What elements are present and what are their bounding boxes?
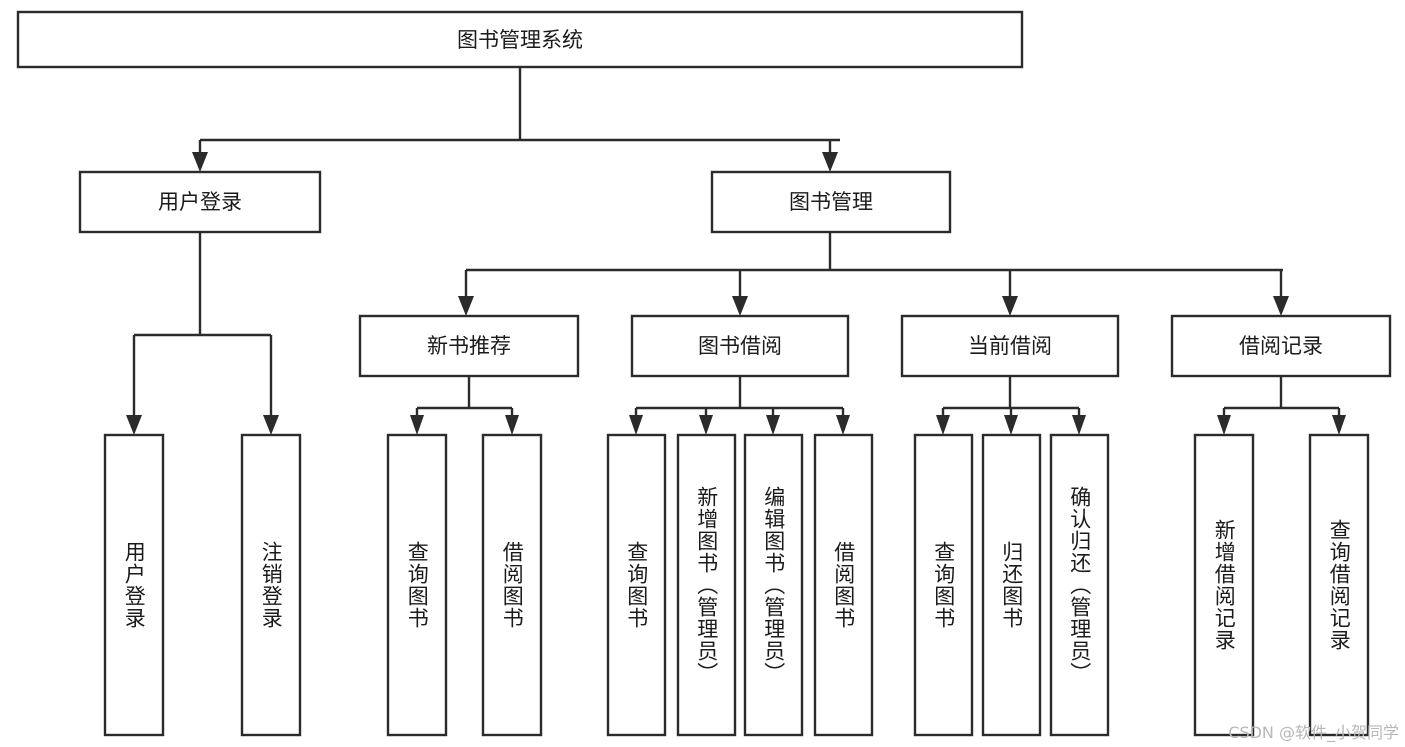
- node-label-user-login: 用户登录: [158, 190, 242, 214]
- leaf-box-borrow-records-2[interactable]: [1308, 433, 1370, 737]
- arrow-root-to-book-manage: [822, 152, 838, 172]
- leaf-box-book-borrow-4[interactable]: [813, 433, 874, 737]
- leaf-box-book-borrow-1[interactable]: [606, 433, 667, 737]
- arrow-bookborrow-leaf-4: [836, 415, 850, 435]
- node-box-new-book-recommend[interactable]: [358, 314, 580, 378]
- node-label-root: 图书管理系统: [457, 28, 583, 52]
- leaf-box-current-borrow-3[interactable]: [1049, 433, 1110, 737]
- node-label-book-borrow: 图书借阅: [698, 334, 782, 358]
- arrow-borrowrecords-leaf-2: [1332, 415, 1346, 435]
- node-box-borrow-records[interactable]: [1170, 314, 1392, 378]
- leaf-box-user-login-2[interactable]: [240, 433, 302, 737]
- arrow-newbook-leaf-1: [410, 415, 424, 435]
- arrow-userlogin-leaf-2: [263, 415, 279, 435]
- node-label-new-book-recommend: 新书推荐: [427, 334, 511, 358]
- arrow-bookborrow-leaf-1: [629, 415, 643, 435]
- leaf-box-borrow-records-1[interactable]: [1193, 433, 1255, 737]
- node-box-user-login[interactable]: [78, 170, 322, 234]
- node-box-current-borrow[interactable]: [900, 314, 1120, 378]
- arrow-bookborrow-leaf-3: [766, 415, 780, 435]
- arrow-currentborrow-leaf-3: [1072, 415, 1086, 435]
- arrow-borrowrecords-leaf-1: [1217, 415, 1231, 435]
- arrow-userlogin-leaf-1: [126, 415, 142, 435]
- arrow-currentborrow-leaf-2: [1004, 415, 1018, 435]
- arrow-bookmanage-to-borrow-records: [1273, 296, 1289, 316]
- arrow-root-to-user-login: [192, 152, 208, 172]
- arrow-bookmanage-to-current-borrow: [1002, 296, 1018, 316]
- node-box-book-borrow[interactable]: [630, 314, 850, 378]
- node-label-borrow-records: 借阅记录: [1239, 334, 1323, 358]
- arrow-bookmanage-to-new-book: [458, 296, 474, 316]
- leaf-box-book-borrow-2[interactable]: [676, 433, 737, 737]
- watermark-text: CSDN @软件_小贺同学: [1228, 723, 1399, 742]
- leaf-box-current-borrow-1[interactable]: [913, 433, 974, 737]
- node-box-book-management[interactable]: [710, 170, 952, 234]
- arrow-currentborrow-leaf-1: [936, 415, 950, 435]
- arrow-bookmanage-to-book-borrow: [732, 296, 748, 316]
- arrow-newbook-leaf-2: [505, 415, 519, 435]
- leaf-box-current-borrow-2[interactable]: [981, 433, 1042, 737]
- leaf-box-user-login-1[interactable]: [103, 433, 165, 737]
- leaf-box-new-book-1[interactable]: [386, 433, 448, 737]
- leaf-box-new-book-2[interactable]: [481, 433, 543, 737]
- node-label-book-management: 图书管理: [789, 190, 873, 214]
- arrow-bookborrow-leaf-2: [699, 415, 713, 435]
- node-label-current-borrow: 当前借阅: [968, 334, 1052, 358]
- leaf-box-book-borrow-3[interactable]: [743, 433, 804, 737]
- node-box-root[interactable]: [16, 10, 1024, 69]
